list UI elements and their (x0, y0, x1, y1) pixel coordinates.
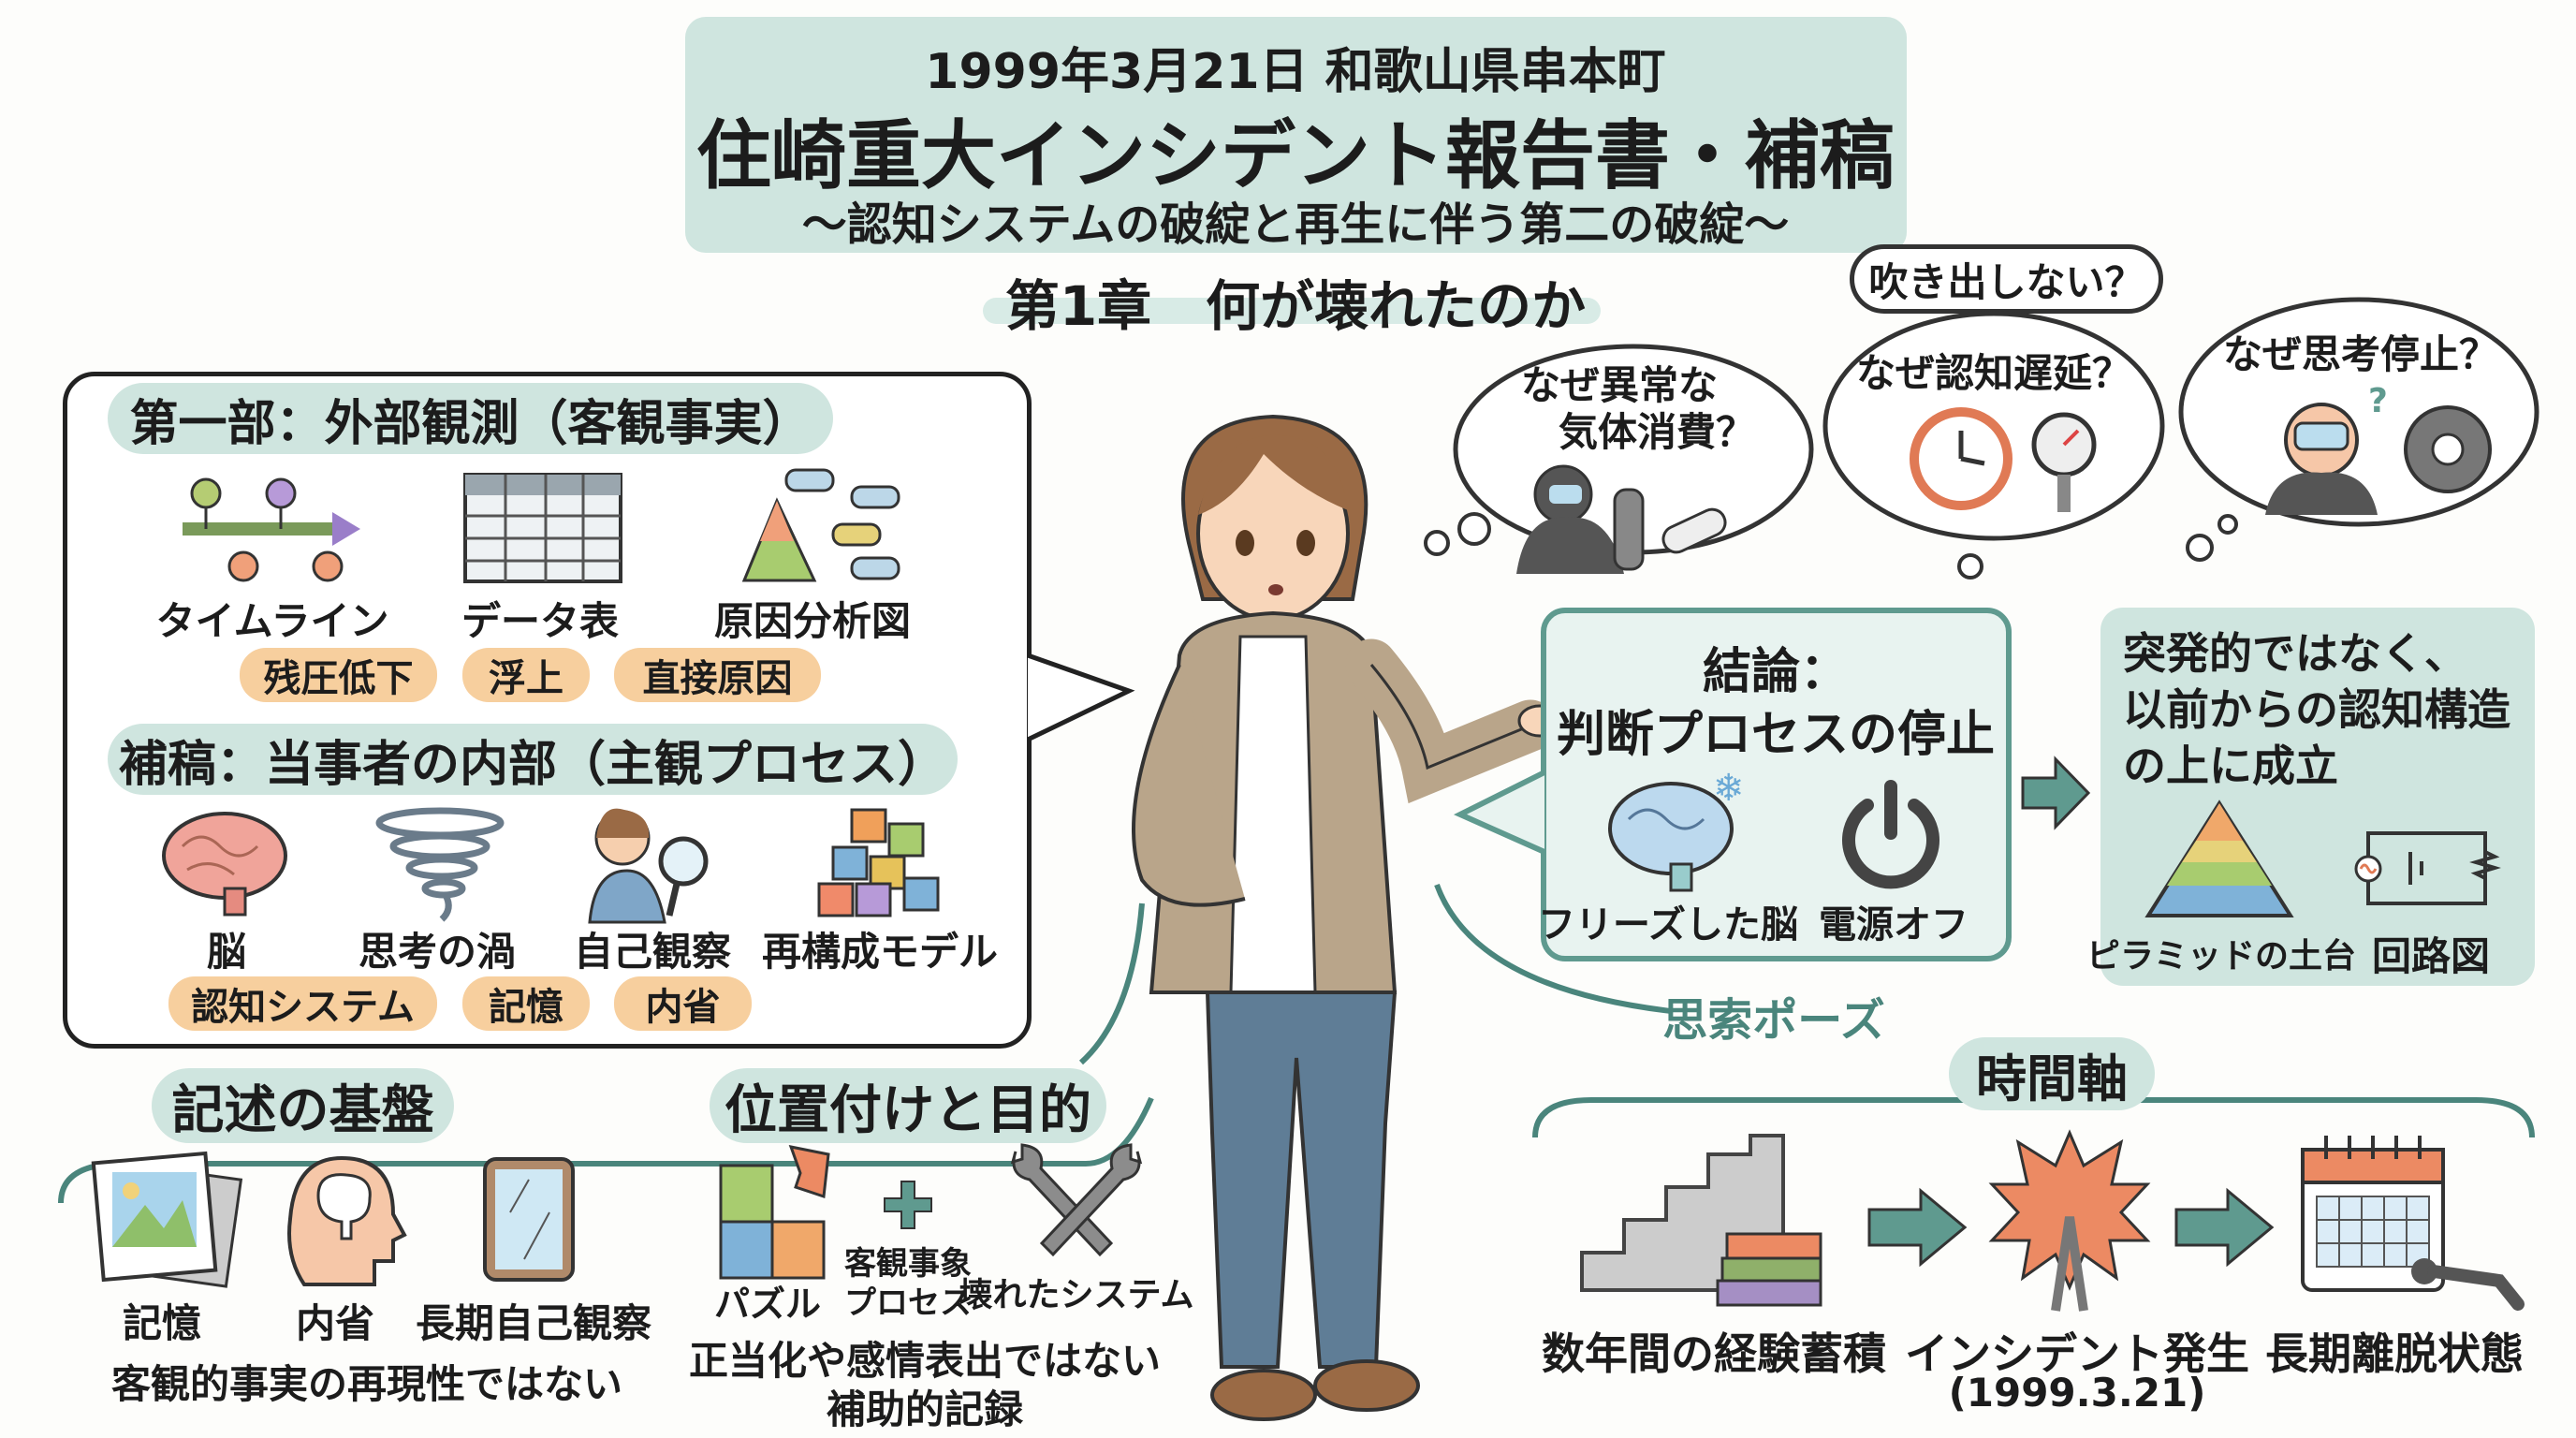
svg-text:?: ? (2368, 382, 2388, 420)
icon-label: タイムライン (155, 598, 389, 644)
timeline-date: (1999.3.21) (1948, 1370, 2206, 1416)
tag: 内省 (614, 976, 752, 1031)
timeline-icon (183, 477, 360, 582)
chapter-underline (983, 298, 1601, 324)
thought-gas: なぜ異常な (1520, 362, 1719, 408)
basis-label: 長期自己観察 (415, 1300, 652, 1346)
basis-note: 客観的事実の再現性ではない (110, 1361, 623, 1407)
report-title: 住崎重大インシデント報告書・補稿 (696, 112, 1895, 199)
svg-text:❄: ❄ (1713, 767, 1745, 810)
icon-label: 再構成モデル (761, 929, 999, 975)
section-line (58, 1096, 1154, 1204)
power-off-icon (1842, 780, 1939, 889)
timeline-label: 数年間の経験蓄積 (1542, 1328, 1886, 1379)
timeline-label: インシデント発生 (1905, 1328, 2249, 1379)
conclusion-box (1541, 608, 2012, 961)
stairs-books-icon (1580, 1134, 1822, 1307)
conclusion-line1: 結論： (1702, 644, 1850, 700)
purpose-heading: 位置付けと目的 (710, 1068, 1106, 1143)
purpose-note: 補助的記録 (826, 1387, 1024, 1432)
tag: 認知システム (168, 976, 437, 1031)
part1-heading: 第一部：外部観測（客観事実） (108, 383, 833, 454)
date-location: 1999年3月21日 和歌山県串本町 (925, 44, 1666, 100)
pyramid-icon (2144, 800, 2294, 917)
brain-icon (162, 812, 287, 917)
tag: 記憶 (462, 976, 590, 1031)
icon-label: データ表 (461, 598, 620, 644)
conclusion-tail (1453, 770, 1546, 855)
part2-heading: 補稿：当事者の内部（主観プロセス） (108, 724, 958, 795)
structure-line1: 突発的ではなく、 (2123, 628, 2467, 679)
mirror-icon (483, 1157, 575, 1282)
tag: 直接原因 (614, 648, 821, 702)
thought-no-bubble: 吹き出しない？ (1850, 244, 2163, 314)
plus-icon (884, 1181, 932, 1229)
chapter-title: 第1章 何が壊れたのか (1004, 274, 1587, 338)
purpose-label: プロセス (844, 1284, 972, 1322)
title-banner (685, 17, 1907, 253)
purpose-label: 客観事象 (844, 1245, 972, 1283)
icon-label: 思考の渦 (358, 929, 517, 975)
photo-icon (91, 1151, 243, 1288)
puzzle-icon (719, 1145, 830, 1280)
conclusion-label: フリーズした脳 (1538, 903, 1798, 946)
basis-label: 記憶 (122, 1300, 202, 1346)
pose-label: 思索ポーズ (1662, 994, 1885, 1047)
diver-gear-icon: ? (2265, 382, 2492, 515)
purpose-label: 壊れたシステム (959, 1276, 1194, 1314)
diver-icon (1516, 464, 1727, 574)
speech-tail (1026, 653, 1135, 742)
basis-label: 内省 (295, 1300, 375, 1346)
calendar-diver-icon (2301, 1136, 2525, 1311)
pose-line (1434, 883, 1672, 1014)
thought-stop: なぜ思考停止？ (2222, 331, 2499, 377)
circuit-icon (2354, 831, 2501, 905)
structure-line3: の上に成立 (2123, 741, 2338, 791)
report-subtitle: 〜認知システムの破綻と再生に伴う第二の破綻〜 (801, 198, 1790, 251)
arrow-right-icon (2174, 1187, 2275, 1268)
frozen-brain-icon: ❄ (1608, 767, 1745, 892)
clock-gauge-icon (1910, 407, 2097, 512)
data-table-icon (463, 473, 622, 583)
broken-wrench-icon (1010, 1143, 1143, 1257)
structure-box (2100, 608, 2535, 986)
tag: 浮上 (462, 648, 590, 702)
blocks-icon (817, 808, 940, 917)
cause-analysis-icon (741, 468, 900, 582)
vortex-icon (375, 807, 505, 922)
woman-figure (1132, 414, 1574, 1421)
icon-label: 原因分析図 (713, 598, 912, 644)
head-icon (287, 1155, 407, 1286)
explosion-icon (1988, 1129, 2151, 1312)
purpose-label: パズル (713, 1284, 822, 1325)
arrow-right-icon (1867, 1187, 1968, 1268)
icon-label: 脳 (206, 929, 247, 975)
purpose-note: 正当化や感情表出ではない (688, 1338, 1162, 1384)
conclusion-line2: 判断プロセスの停止 (1556, 707, 1996, 763)
thought-gas: 気体消費？ (1558, 409, 1756, 455)
structure-line2: 以前からの認知構造 (2123, 684, 2510, 735)
arrow-right-icon (2021, 756, 2091, 830)
thought-delay: なぜ認知遅延？ (1855, 350, 2132, 396)
mirror-person-icon (588, 808, 709, 924)
timeline-heading: 時間軸 (1949, 1037, 2155, 1110)
structure-label: 回路図 (2371, 933, 2491, 979)
tag: 残圧低下 (240, 648, 437, 702)
structure-label: ピラミッドの土台 (2086, 937, 2357, 976)
basis-heading: 記述の基盤 (152, 1068, 454, 1143)
icon-label: 自己観察 (573, 929, 732, 975)
conclusion-label: 電源オフ (1819, 903, 1969, 946)
timeline-label: 長期離脱状態 (2265, 1328, 2524, 1379)
pose-line-left (1078, 902, 1145, 1065)
